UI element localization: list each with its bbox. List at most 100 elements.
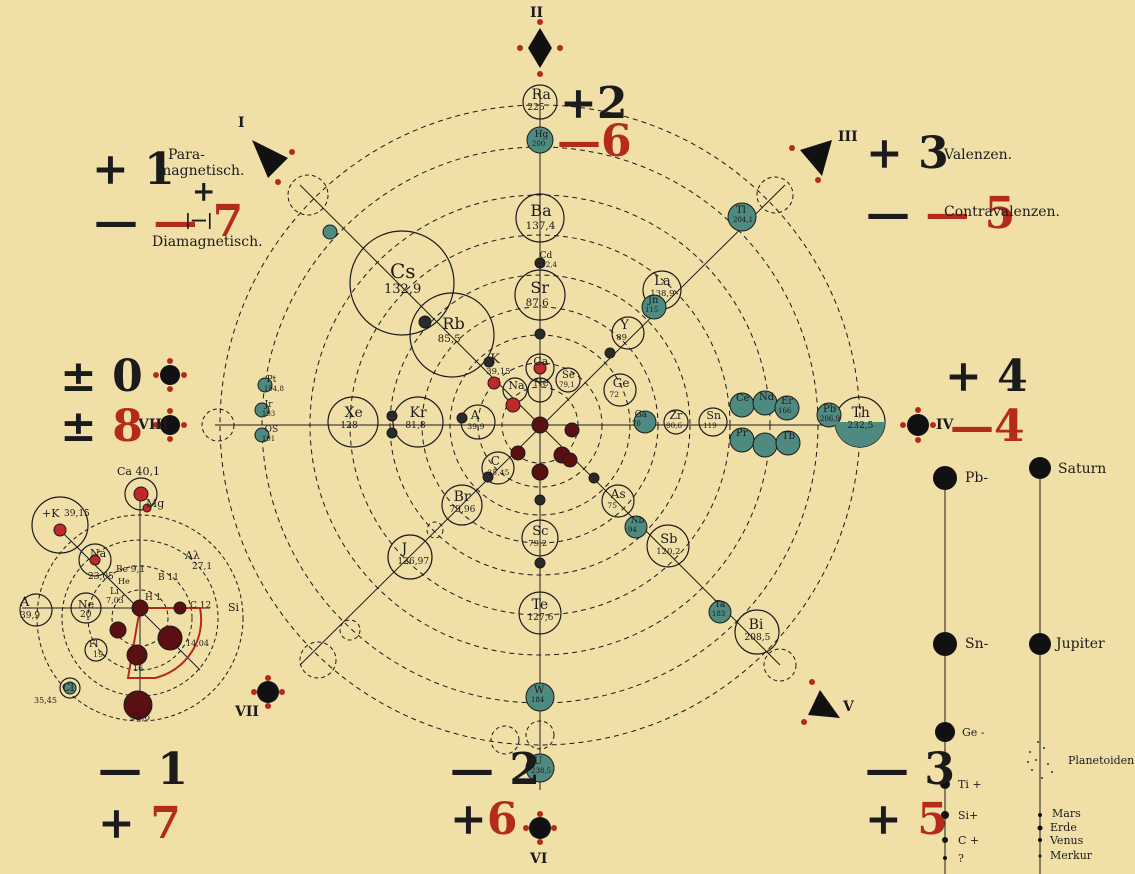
- minus-sign: —: [94, 196, 154, 247]
- sd-fl: Fl: [89, 640, 99, 650]
- planet-sn: Sn-: [965, 636, 989, 652]
- red-atoms: [487, 361, 547, 413]
- sd-o: 16: [133, 664, 144, 673]
- sd-kw: 39,15: [64, 509, 90, 519]
- planet-pb: Pb-: [965, 470, 989, 486]
- element-ne-symbol: Ne: [534, 377, 549, 389]
- sd-al: Aλ: [185, 549, 200, 562]
- element-ta-weight: 183: [711, 609, 726, 618]
- element-ce-symbol: Ce: [736, 392, 750, 404]
- element-u-weight: 238,5: [531, 766, 552, 775]
- element-ra-weight: 225: [527, 102, 545, 113]
- sd-new: 20: [80, 610, 92, 620]
- element-th-weight: 232,5: [847, 420, 874, 431]
- element-nd-symbol: Nd: [759, 391, 775, 403]
- element-hg-symbol: Hg: [534, 130, 549, 141]
- element-j-symbol: J: [401, 541, 408, 558]
- axis-stars: [160, 28, 929, 839]
- sd-si: Si: [228, 601, 240, 614]
- th-fill: [835, 422, 885, 447]
- axis-iii-label: III: [838, 129, 858, 145]
- sd-cl: Cl: [62, 681, 74, 694]
- sd-na: Na: [90, 547, 107, 560]
- element-er-weight: 166: [778, 406, 792, 415]
- element-ge-symbol: Ge: [612, 376, 630, 391]
- element-ga-symbol: Ga: [634, 410, 648, 421]
- element-k-weight: 39,15: [486, 366, 511, 377]
- element-na-symbol: Na: [508, 378, 525, 392]
- sd-k: +K: [42, 507, 60, 520]
- star-spikes: [153, 19, 936, 845]
- element-ge-weight: 72: [609, 389, 620, 399]
- element-tb-symbol: Tb: [782, 430, 796, 442]
- maroon-atoms: [510, 416, 580, 481]
- element-pr-symbol: Pr: [736, 427, 748, 439]
- element-la-weight: 138,9: [650, 288, 675, 299]
- element-as-symbol: As: [610, 487, 626, 502]
- element-pt-weight: 194,8: [263, 384, 284, 393]
- element-os-symbol: OS: [264, 425, 279, 436]
- element-cd-symbol: Cd: [539, 251, 553, 262]
- element-la-symbol: La: [654, 273, 671, 289]
- axis-i-label: I: [238, 115, 245, 131]
- element-ba-weight: 137,4: [525, 219, 556, 232]
- planet-si: Si+: [958, 809, 979, 822]
- planet-venus: Venus: [1050, 834, 1084, 847]
- sd-clw: 35,45: [34, 696, 57, 705]
- element-cs-symbol: Cs: [390, 259, 416, 283]
- element-w-symbol: W: [534, 684, 545, 696]
- sd-b: B 11: [158, 573, 179, 583]
- element-pt-symbol: Pt: [266, 375, 277, 386]
- element-sn-weight: 119: [703, 421, 717, 431]
- axis-ii-label: II: [530, 5, 544, 21]
- bottom-5: 5: [917, 794, 948, 845]
- element-ta-symbol: Ta: [714, 600, 726, 611]
- element-cd-weight: 112,4: [536, 260, 557, 269]
- sd-ca: Ca 40,1: [117, 465, 160, 478]
- dark-atoms: [386, 257, 616, 569]
- element-c-symbol: C: [490, 454, 500, 469]
- planetoid-dots: [1027, 741, 1053, 779]
- element-te-symbol: Te: [531, 597, 549, 614]
- sd-n: 14,04: [186, 639, 209, 648]
- bottom-minus-3: — 3: [865, 744, 955, 795]
- diamag-label: Diamagnetisch.: [152, 234, 263, 250]
- element-sb-symbol: Sb: [660, 531, 678, 547]
- planet-c: C +: [958, 834, 980, 847]
- element-ba-symbol: Ba: [530, 201, 552, 221]
- planet-ti: Ti +: [958, 778, 982, 791]
- para-label-2: magnetisch.: [158, 163, 245, 179]
- element-th-symbol: Th: [851, 405, 870, 422]
- element-kr-symbol: Kr: [409, 405, 427, 422]
- bottom-plus: +: [98, 798, 151, 849]
- element-jn-symbol: Jn: [648, 294, 659, 306]
- element-y-symbol: Y: [620, 317, 629, 333]
- element-se-symbol: Se: [562, 369, 575, 381]
- bar-symbol: |—|: [185, 210, 213, 229]
- axis-viii-label: VIII: [138, 417, 169, 433]
- element-sb-weight: 120,2: [656, 546, 681, 557]
- element-zr-weight: 90,6: [666, 421, 682, 431]
- element-j-weight: 126,97: [397, 556, 430, 567]
- planet-mars: Mars: [1052, 807, 1081, 820]
- sd-he: He: [118, 577, 130, 586]
- left-pm: ±: [60, 401, 113, 452]
- sd-ne: Ne: [78, 598, 95, 611]
- valenzen-label: Valenzen.: [944, 147, 1013, 163]
- bottom-plus-mid: +: [450, 794, 487, 845]
- planet-q: ?: [958, 852, 964, 865]
- element-a-weight: 39,9: [467, 421, 485, 431]
- planet-lines: [944, 470, 1041, 874]
- bottom-plus-right: +: [865, 794, 918, 845]
- axis-v-label: V: [843, 699, 854, 715]
- sd-li: Li: [110, 587, 119, 597]
- element-se-weight: 79,1: [559, 380, 575, 389]
- contravalence-5: — 5: [925, 188, 1016, 239]
- element-br-symbol: Br: [453, 489, 471, 506]
- sd-s: 32,6: [130, 713, 151, 723]
- element-as-weight: 75: [607, 500, 618, 510]
- element-a-symbol: A: [470, 408, 480, 423]
- bottom-7: 7: [150, 798, 181, 849]
